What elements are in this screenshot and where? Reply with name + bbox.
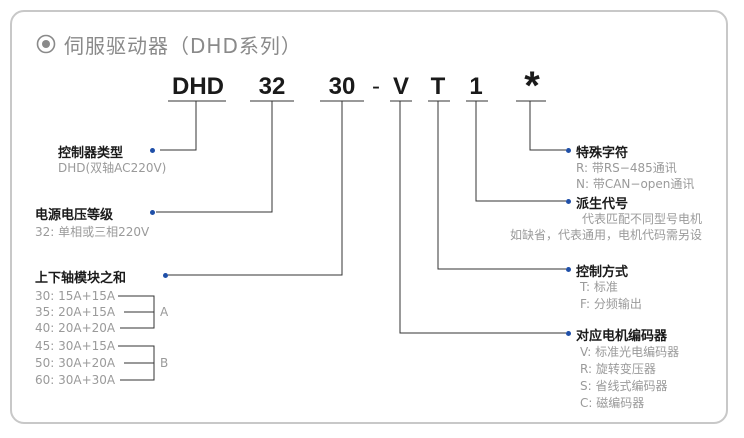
group-a-label: A xyxy=(160,305,169,319)
connector-dot-power xyxy=(150,210,155,215)
power-heading: 电源电压等级 xyxy=(35,208,114,223)
connector-dot-control xyxy=(566,267,571,272)
group-b-label: B xyxy=(160,356,169,370)
special-heading: 特殊字符 xyxy=(576,146,629,161)
special-line: N: 带CAN−open通讯 xyxy=(576,177,695,191)
code-part-current: 30 xyxy=(328,73,356,100)
control-line: F: 分频输出 xyxy=(580,297,642,311)
control-heading: 控制方式 xyxy=(576,265,629,280)
code-part-dash: - xyxy=(372,73,380,100)
diagram-frame xyxy=(10,10,728,424)
code-part-encoder: V xyxy=(392,73,409,100)
connector-dot-derived xyxy=(566,199,571,204)
encoder-heading: 对应电机编码器 xyxy=(576,329,668,344)
code-part-voltage: 32 xyxy=(258,73,286,100)
axes-option: 45: 30A+15A xyxy=(35,339,116,353)
derived-line: 如缺省，代表通用，电机代码需另设 xyxy=(509,228,702,242)
derived-line: 代表匹配不同型号电机 xyxy=(581,212,702,226)
axes-option: 40: 20A+20A xyxy=(35,321,116,335)
controller-desc: DHD(双轴AC220V) xyxy=(58,161,167,175)
code-part-special: * xyxy=(524,64,540,108)
controller-heading: 控制器类型 xyxy=(58,146,124,161)
axes-option: 60: 30A+30A xyxy=(35,373,116,387)
axes-option: 50: 30A+20A xyxy=(35,356,116,370)
connector-dot-controller xyxy=(150,148,155,153)
axes-option: 30: 15A+15A xyxy=(35,289,116,303)
special-line: R: 带RS−485通讯 xyxy=(576,161,677,175)
target-icon xyxy=(36,34,56,54)
code-part-series: DHD xyxy=(172,73,224,100)
derived-heading: 派生代号 xyxy=(576,197,629,212)
encoder-line: C: 磁编码器 xyxy=(580,396,645,410)
encoder-line: R: 旋转变压器 xyxy=(580,362,656,376)
page-title: 伺服驱动器（DHD系列） xyxy=(64,34,302,58)
connector-dot-encoder xyxy=(566,331,571,336)
axes-heading: 上下轴模块之和 xyxy=(35,271,127,286)
code-part-control: T xyxy=(430,73,446,100)
encoder-line: S: 省线式编码器 xyxy=(580,379,668,393)
control-line: T: 标准 xyxy=(580,280,618,294)
power-desc: 32: 单相或三相220V xyxy=(35,225,150,239)
encoder-line: V: 标准光电编码器 xyxy=(580,345,680,359)
connector-dot-axes xyxy=(163,273,168,278)
code-part-derived: 1 xyxy=(469,73,483,100)
axes-option: 35: 20A+15A xyxy=(35,305,116,319)
connector-dot-special xyxy=(566,148,571,153)
